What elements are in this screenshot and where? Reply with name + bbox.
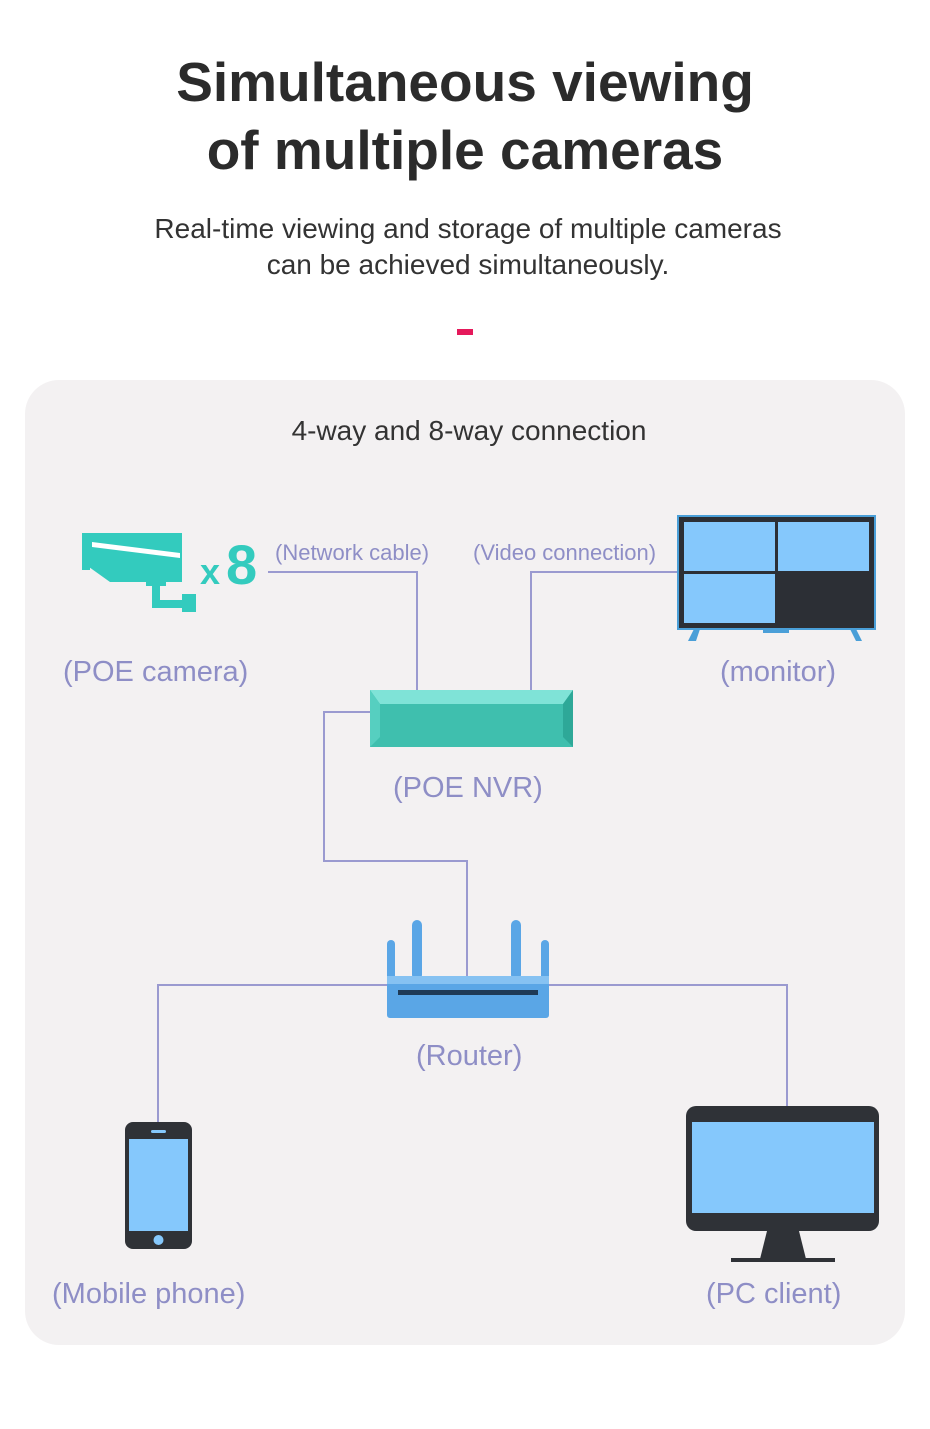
poe-camera-label: (POE camera): [63, 656, 249, 688]
page-subtitle: Real-time viewing and storage of multipl…: [0, 211, 930, 283]
accent-divider: [457, 329, 473, 335]
camera-quantity-number: 8: [226, 533, 258, 596]
router-label: (Router): [416, 1040, 523, 1072]
page-title: Simultaneous viewing of multiple cameras: [0, 48, 930, 184]
connection-lines: [157, 571, 788, 1123]
video-connection-line: [530, 571, 677, 690]
monitor-icon: [677, 515, 876, 641]
pc-client-label: (PC client): [706, 1278, 842, 1310]
nvr-label: (POE NVR): [393, 772, 543, 804]
video-connection-label: (Video connection): [473, 540, 657, 565]
camera-quantity-x: x: [200, 551, 221, 592]
monitor-label: (monitor): [720, 656, 837, 688]
subtitle-line-2: can be achieved simultaneously.: [266, 249, 670, 280]
nvr-icon: [370, 690, 573, 747]
panel-title: 4-way and 8-way connection: [291, 415, 647, 446]
network-cable-line: [268, 571, 418, 690]
nvr-router-line: [323, 711, 468, 976]
subtitle-line-1: Real-time viewing and storage of multipl…: [154, 213, 782, 244]
title-line-2: of multiple cameras: [206, 119, 724, 181]
mobile-phone-icon: [125, 1122, 192, 1249]
pc-client-icon: [686, 1106, 879, 1262]
router-icon: [387, 920, 549, 1018]
title-line-1: Simultaneous viewing: [176, 51, 754, 113]
camera-icon: [82, 533, 196, 612]
mobile-phone-label: (Mobile phone): [52, 1278, 246, 1310]
network-cable-label: (Network cable): [275, 540, 430, 565]
router-pc-line: [549, 984, 788, 1107]
router-mobile-line: [157, 984, 388, 1123]
